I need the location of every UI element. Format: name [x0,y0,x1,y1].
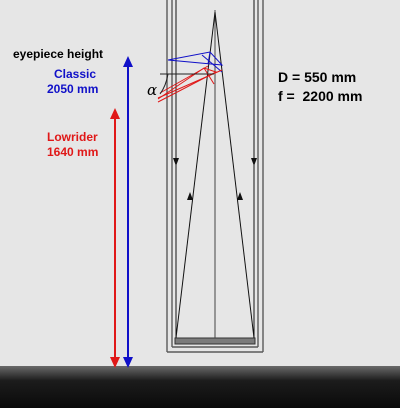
lowrider-height-arrow [110,108,120,368]
lowrider-label: Lowrider [47,130,98,144]
arrow-up-left [187,192,193,200]
arrow-down-left [173,158,179,166]
aperture-label: D = 550 mm [278,69,356,85]
lowrider-height-value: 1640 mm [47,145,98,159]
arrow-up-right [237,192,243,200]
classic-light-path [167,51,224,73]
classic-height-value: 2050 mm [47,82,98,96]
angle-alpha-label: α [147,81,157,99]
light-rays [175,0,255,339]
ray-arrowheads [173,158,257,200]
telescope-tube [166,0,264,353]
floor [0,366,400,408]
classic-label: Classic [54,67,96,81]
eyepiece-height-label: eyepiece height [13,47,103,61]
reflected-ray-left [175,11,216,339]
focal-length-label: f = 2200 mm [278,88,362,104]
primary-mirror [174,337,256,345]
lowrider-light-path [157,65,223,103]
angle-alpha-marker [159,73,214,95]
reflected-ray-right [214,11,255,339]
classic-height-arrow [123,56,133,368]
arrow-down-right [251,158,257,166]
